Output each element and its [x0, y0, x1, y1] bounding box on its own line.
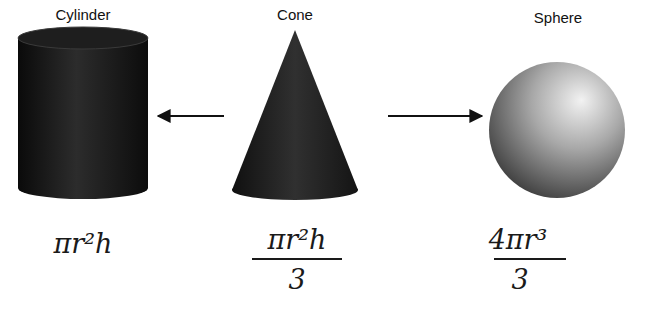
cone-solid	[232, 30, 358, 200]
cone-figure: Cone πr²h 3	[224, 2, 366, 302]
fraction-bar	[494, 258, 566, 260]
shape-title: Cylinder	[10, 6, 156, 23]
volume-formula: πr²h	[226, 224, 368, 255]
volume-formula: 3	[446, 264, 594, 295]
volume-formula: πr²h	[10, 228, 156, 259]
shape-title: Cone	[224, 6, 366, 23]
volume-formula: 4πr³	[444, 224, 592, 255]
sphere-solid	[489, 62, 625, 198]
arrow-connector	[158, 115, 224, 117]
fraction-bar	[252, 258, 342, 260]
cylinder-solid	[18, 27, 148, 199]
volume-formula: 3	[226, 264, 368, 295]
cylinder-figure: Cylinder πr²h	[10, 2, 156, 302]
sphere-figure: Sphere4πr³3	[484, 2, 632, 302]
shape-title: Sphere	[484, 9, 632, 26]
arrow-connector	[388, 115, 482, 117]
